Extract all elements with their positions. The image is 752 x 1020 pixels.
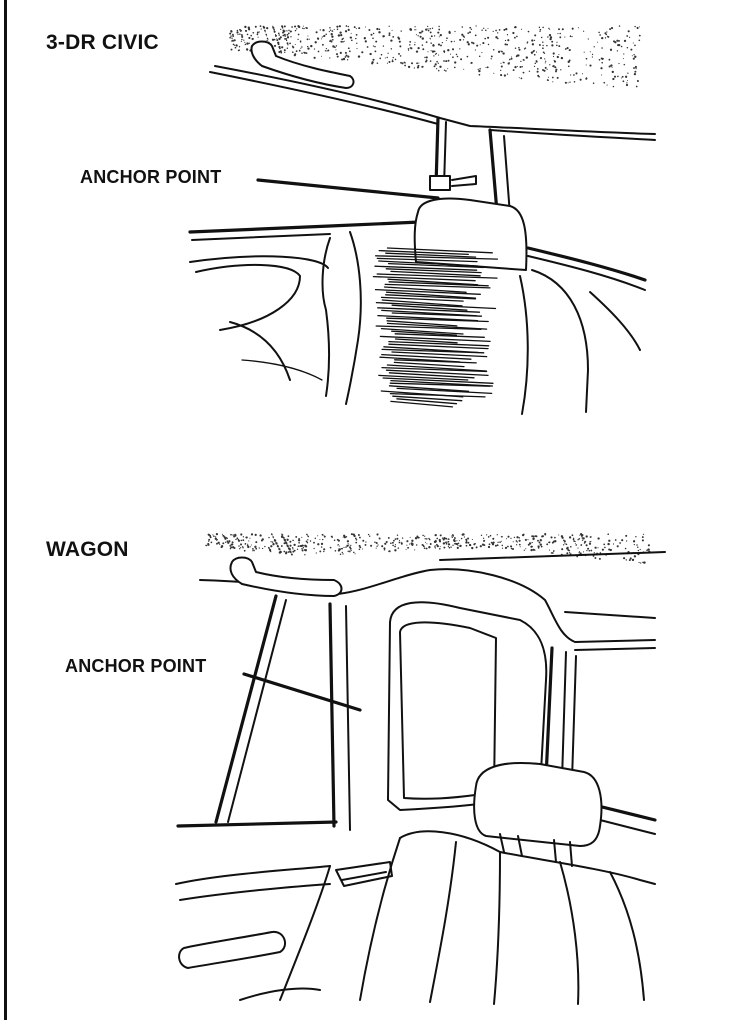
civic-seat-right-bolster [531,269,589,413]
civic-door-panel [195,263,301,331]
wagon-seat-left-edge [359,837,401,1001]
civic-anchor-bracket [429,175,451,191]
wagon-headrest-posts [499,833,573,867]
wagon-illustration [175,532,666,1005]
wagon-roof-line [439,551,666,561]
civic-anchor-strap [451,175,477,187]
wagon-b-pillar-rear [328,602,336,828]
wagon-rear-roof-line [564,611,656,619]
wagon-belt-retractor-slot [341,871,387,881]
wagon-seat-pleat-3 [559,861,580,1005]
civic-seat-left-edge [321,237,331,397]
civic-grab-handle [250,40,355,89]
civic-callout-leader [256,178,440,200]
wagon-belt-retractor [335,861,393,887]
wagon-b-pillar-front-2 [227,599,287,823]
wagon-seat-pleat-4 [609,871,645,1001]
wagon-headrest [473,762,603,847]
wagon-rear-quarter-sill-2 [599,819,656,835]
civic-panel-heading: 3-DR CIVIC [46,31,159,54]
civic-seat-stripe-right [519,275,529,415]
civic-anchor-point-label: ANCHOR POINT [80,167,222,187]
wagon-anchor-point-label: ANCHOR POINT [65,656,207,676]
civic-seat-far-edge [589,291,641,351]
civic-seat-upholstery-texture [372,247,499,408]
wagon-door-pull-handle [178,930,287,969]
civic-window-sill-2 [191,233,331,241]
wagon-c-pillar [544,646,554,780]
civic-roof-rail-lower [489,129,656,141]
wagon-rear-window-glass [399,621,497,800]
civic-illustration [188,25,656,415]
wagon-rear-window-frame [387,601,548,811]
wagon-b-pillar-front [214,594,278,824]
civic-cushion-line [241,359,323,381]
civic-seat-stripe-left [345,231,362,405]
wagon-door-trim [175,865,331,885]
civic-pillar-right-inner [503,135,511,216]
civic-pillar-right [488,128,499,214]
wagon-b-pillar-rear-2 [345,605,351,831]
wagon-grab-handle [229,556,343,597]
civic-rear-sill [526,246,647,282]
civic-window-sill [188,220,422,234]
page-margin-rule [4,0,7,1020]
civic-rear-sill-2 [527,255,646,291]
wagon-panel-heading: WAGON [46,538,129,561]
wagon-door-trim-2 [179,883,331,901]
civic-headrest [413,197,528,271]
wagon-rear-roof-line-2 [574,647,656,651]
civic-pillar-left [434,116,440,188]
wagon-c-pillar-3 [571,655,577,781]
civic-roof-rail-inner [209,71,439,125]
civic-headliner-stipple [229,25,641,88]
wagon-door-rear-edge [279,865,331,1001]
civic-door-curve [229,321,291,381]
wagon-front-window-sill [176,820,338,828]
civic-door-trim [189,255,329,269]
wagon-headliner-stipple [205,532,651,564]
wagon-c-pillar-2 [561,651,567,781]
wagon-seat-pleat-2 [493,851,501,1005]
wagon-callout-leader [242,672,362,712]
wagon-seat-pleat-1 [429,841,457,1003]
civic-roof-rail [214,65,656,135]
wagon-door-bottom [239,987,321,1001]
